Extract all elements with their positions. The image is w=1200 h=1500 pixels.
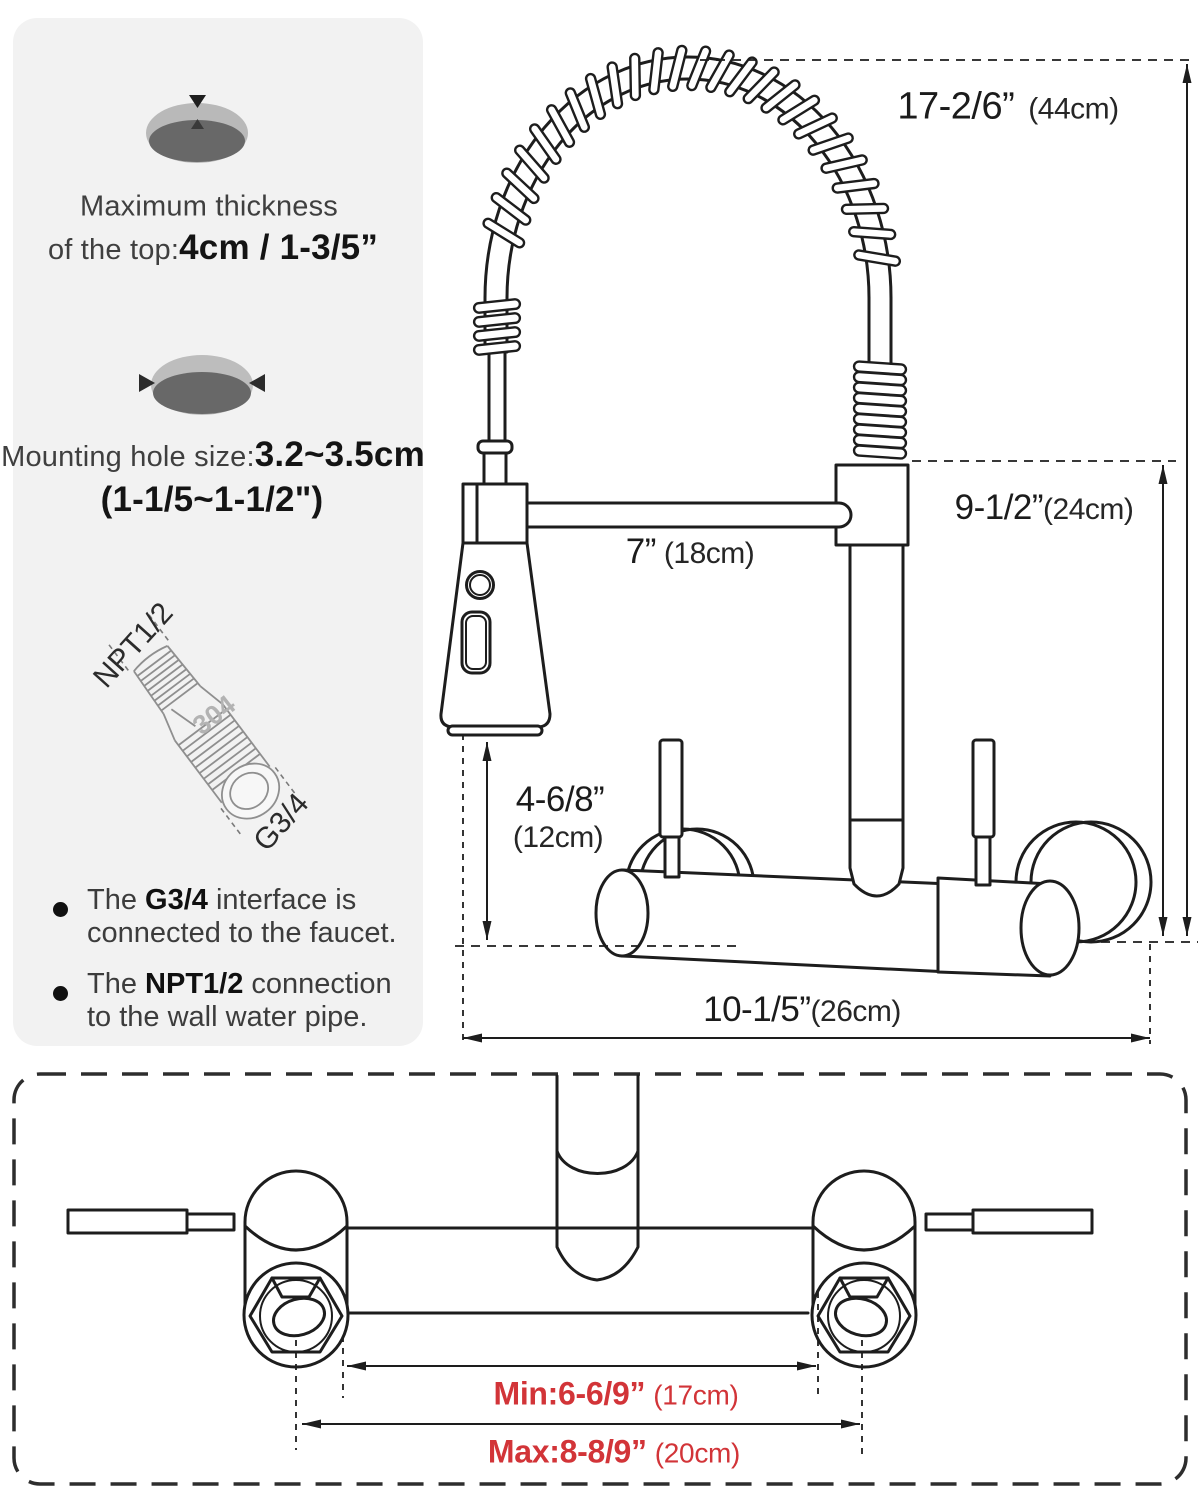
bullet-npt: The NPT1/2 connection to the wall water … — [87, 968, 392, 1033]
dim-pipe-height-label: 9-1/2” (24cm) — [954, 488, 1134, 527]
thickness-caption-line2: of the top:4cm / 1-3/5” — [47, 228, 379, 267]
bottom-right-handle — [971, 1208, 1094, 1235]
adapter-fitting-illustration: NPT1/2 304 G3/4 — [87, 596, 315, 857]
bullet-dot — [53, 902, 68, 917]
countertop-thickness-icon — [146, 95, 248, 163]
left-handle-stem — [663, 835, 681, 879]
faucet-bottom-view — [12, 1072, 1188, 1486]
dim-max-spacing-label: Max:8-8/9” (20cm) — [487, 1433, 741, 1470]
spec-panel — [13, 18, 423, 1046]
mounting-caption-line2: (1-1/5~1-1/2") — [100, 480, 324, 519]
bottom-left-handle — [66, 1208, 189, 1235]
adapter-npt-label: NPT1/2 — [87, 596, 180, 694]
dim-spout-reach-label: 7” (18cm) — [625, 532, 755, 571]
right-handle — [971, 738, 996, 839]
dim-head-clearance-inches: 4-6/8” — [515, 780, 605, 819]
front-view-dimensions — [455, 59, 1198, 1044]
bullet-g34: The G3/4 interface is connected to the f… — [87, 884, 397, 949]
bullet-dot — [53, 986, 68, 1001]
spray-button-icon — [465, 570, 495, 600]
spray-slot — [460, 610, 492, 675]
dim-min-spacing-label: Min:6-6/9” (17cm) — [493, 1375, 739, 1412]
right-handle-stem — [974, 835, 992, 887]
mounting-caption-line1: Mounting hole size:3.2~3.5cm — [1, 435, 425, 474]
dim-total-height-label: 17-2/6” (44cm) — [897, 85, 1119, 128]
thickness-caption-line1: Maximum thickness — [79, 190, 339, 223]
left-handle — [658, 738, 684, 839]
dim-overall-width-label: 10-1/5” (26cm) — [703, 990, 901, 1029]
mounting-hole-icon — [139, 355, 265, 415]
dim-head-clearance-cm: (12cm) — [512, 821, 604, 854]
